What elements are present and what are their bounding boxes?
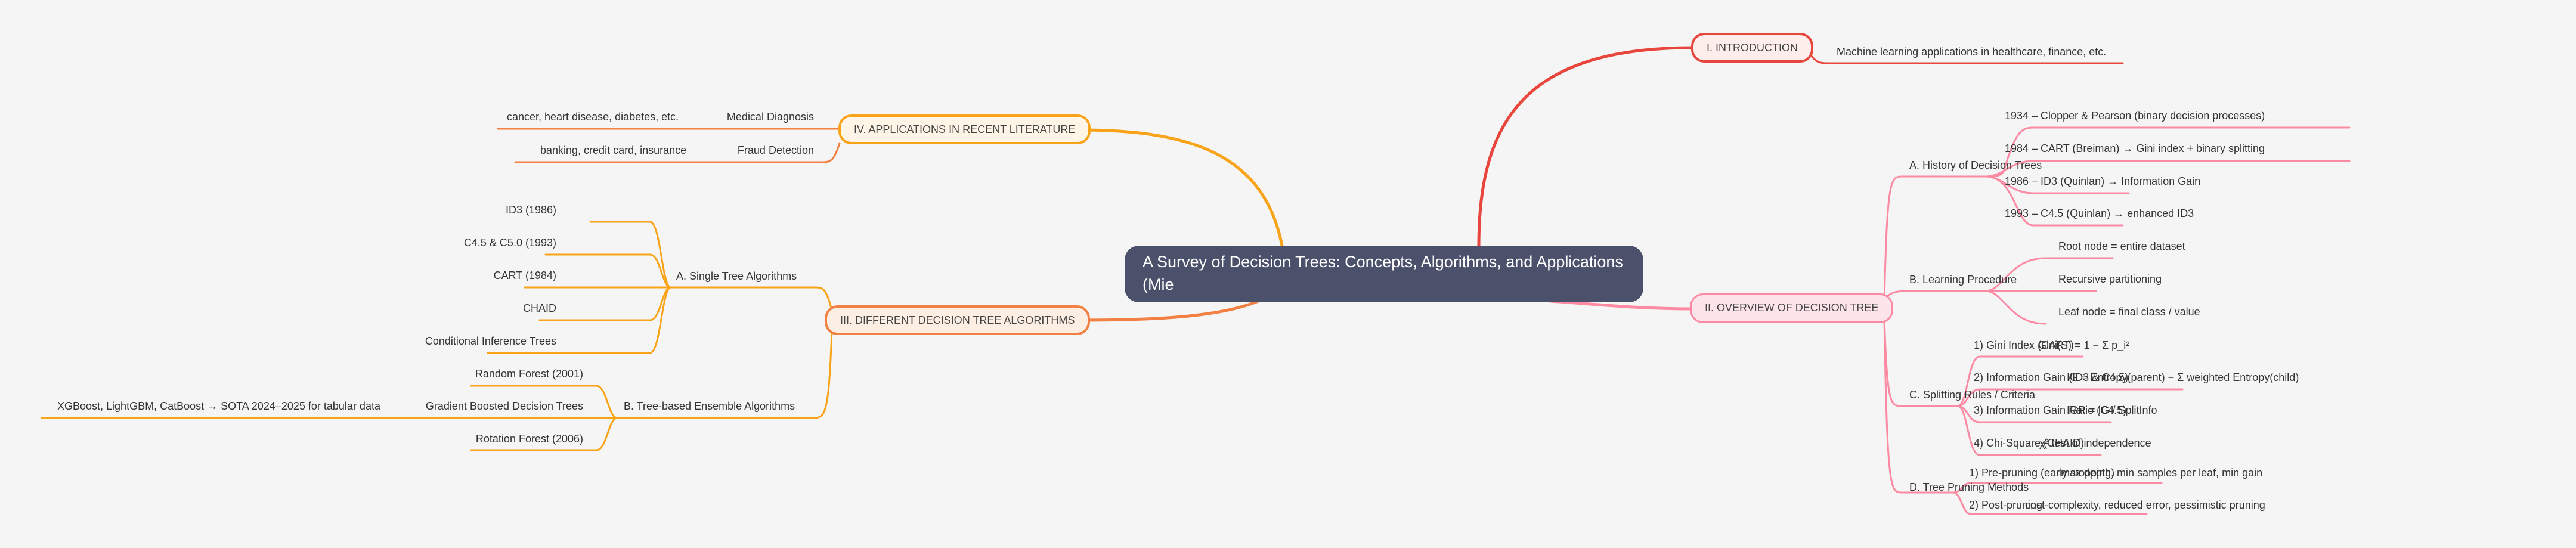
application-item[interactable]: Fraud Detection — [737, 144, 814, 156]
single-tree-node[interactable]: A. Single Tree Algorithms — [676, 270, 797, 282]
splitting-item[interactable]: 1) Gini Index (CART) — [1974, 339, 2074, 351]
overview-node[interactable]: II. OVERVIEW OF DECISION TREE — [1690, 293, 1894, 323]
splitting-item[interactable]: 3) Information Gain Ratio (C4.5) — [1974, 404, 2127, 416]
pruning-detail[interactable]: max depth, min samples per leaf, min gai… — [2061, 467, 2263, 479]
history-item[interactable]: 1993 – C4.5 (Quinlan) → enhanced ID3 — [2005, 208, 2194, 219]
history-item[interactable]: 1986 – ID3 (Quinlan) → Information Gain — [2005, 175, 2201, 187]
single-tree-item[interactable]: Conditional Inference Trees — [425, 335, 556, 347]
splitting-detail[interactable]: Gini(S) = 1 − Σ p_i² — [2038, 339, 2130, 351]
learning-item[interactable]: Leaf node = final class / value — [2058, 306, 2200, 318]
intro-child[interactable]: Machine learning applications in healthc… — [1837, 46, 2107, 58]
pruning-node[interactable]: D. Tree Pruning Methods — [1909, 481, 2029, 493]
application-detail[interactable]: banking, credit card, insurance — [540, 144, 687, 156]
history-item[interactable]: 1984 – CART (Breiman) → Gini index + bin… — [2005, 143, 2265, 154]
pruning-item[interactable]: 1) Pre-pruning (early stopping) — [1969, 467, 2115, 479]
history-item[interactable]: 1934 – Clopper & Pearson (binary decisio… — [2005, 110, 2265, 122]
learning-node[interactable]: B. Learning Procedure — [1909, 274, 2017, 286]
pruning-detail[interactable]: cost-complexity, reduced error, pessimis… — [2025, 499, 2265, 511]
algorithms-label: III. DIFFERENT DECISION TREE ALGORITHMS — [840, 314, 1075, 326]
overview-label: II. OVERVIEW OF DECISION TREE — [1705, 302, 1879, 314]
learning-item[interactable]: Recursive partitioning — [2058, 273, 2162, 285]
applications-label: IV. APPLICATIONS IN RECENT LITERATURE — [854, 123, 1076, 135]
ensemble-node[interactable]: B. Tree-based Ensemble Algorithms — [624, 400, 795, 412]
splitting-item[interactable]: 4) Chi-Square (CHAID) — [1974, 437, 2085, 449]
ensemble-detail[interactable]: XGBoost, LightGBM, CatBoost → SOTA 2024–… — [57, 400, 380, 412]
algorithms-node[interactable]: III. DIFFERENT DECISION TREE ALGORITHMS — [825, 305, 1091, 335]
ensemble-item[interactable]: Gradient Boosted Decision Trees — [425, 400, 583, 412]
history-node[interactable]: A. History of Decision Trees — [1909, 159, 2042, 171]
applications-node[interactable]: IV. APPLICATIONS IN RECENT LITERATURE — [838, 114, 1091, 144]
application-item[interactable]: Medical Diagnosis — [726, 111, 814, 123]
splitting-detail[interactable]: IG = Entropy(parent) − Σ weighted Entrop… — [2067, 371, 2299, 383]
learning-item[interactable]: Root node = entire dataset — [2058, 240, 2185, 252]
ensemble-item[interactable]: Random Forest (2001) — [475, 368, 583, 380]
single-tree-item[interactable]: CHAID — [522, 302, 556, 314]
application-detail[interactable]: cancer, heart disease, diabetes, etc. — [507, 111, 679, 123]
pruning-item[interactable]: 2) Post-pruning — [1969, 499, 2043, 511]
splitting-detail[interactable]: χ² test of independence — [2039, 437, 2151, 449]
single-tree-item[interactable]: CART (1984) — [493, 270, 556, 281]
root-title: A Survey of Decision Trees: Concepts, Al… — [1143, 253, 1623, 293]
intro-node[interactable]: I. INTRODUCTION — [1691, 33, 1813, 63]
root-node[interactable]: A Survey of Decision Trees: Concepts, Al… — [1125, 246, 1643, 302]
splitting-detail[interactable]: IGR = IG / SplitInfo — [2067, 404, 2157, 416]
splitting-item[interactable]: 2) Information Gain (ID3 & C4.5) — [1974, 371, 2129, 383]
single-tree-item[interactable]: ID3 (1986) — [505, 204, 556, 216]
intro-label: I. INTRODUCTION — [1707, 42, 1798, 54]
single-tree-item[interactable]: C4.5 & C5.0 (1993) — [463, 237, 556, 249]
ensemble-item[interactable]: Rotation Forest (2006) — [475, 433, 583, 445]
splitting-node[interactable]: C. Splitting Rules / Criteria — [1909, 389, 2036, 401]
